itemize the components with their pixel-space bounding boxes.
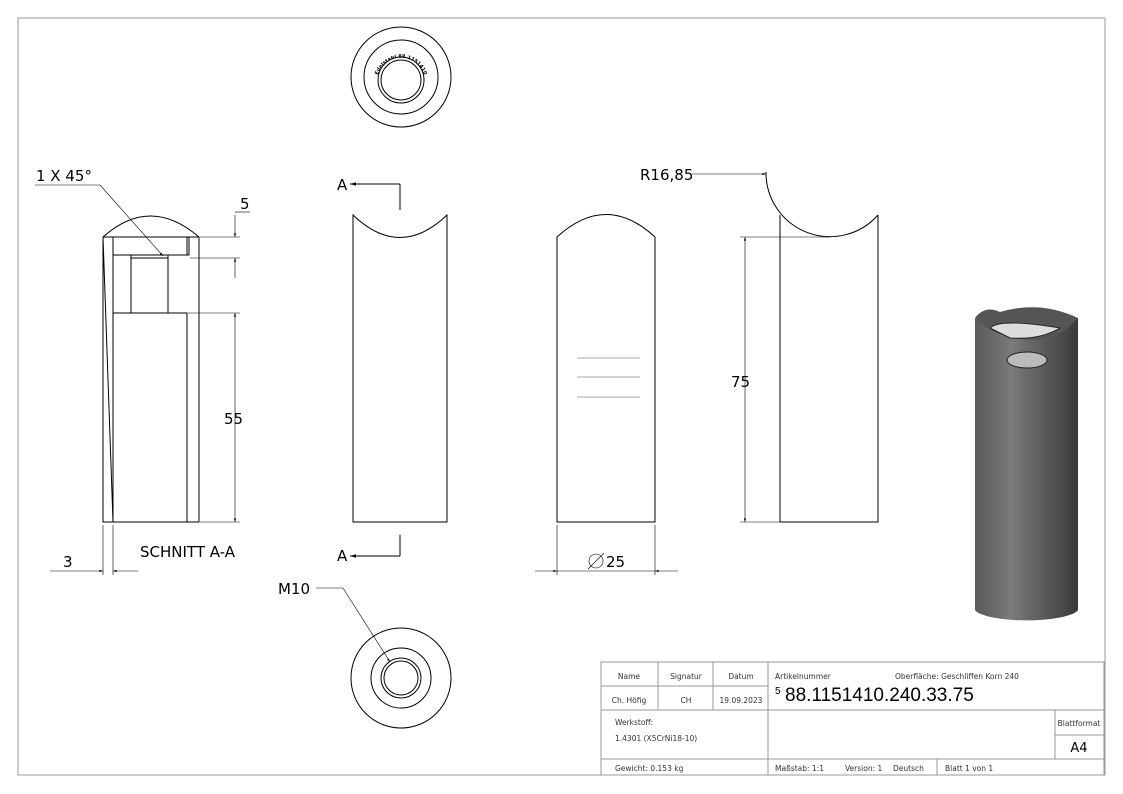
- signature-value: CH: [681, 696, 692, 705]
- drawing-border: [17, 17, 1106, 776]
- side-view: [535, 214, 678, 575]
- language: Deutsch: [893, 764, 924, 773]
- dim-top: 5: [240, 195, 250, 213]
- surface-note: Oberfläche: Geschliffen Korn 240: [895, 672, 1019, 681]
- date-value: 19.09.2023: [720, 696, 763, 705]
- length-dim: 75: [731, 373, 750, 391]
- top-view: Edelstahl 88.1151410.240.33.75: [0, 0, 452, 128]
- section-view: [35, 184, 250, 575]
- engraving-text: Edelstahl 88.1151410.240.33.75: [0, 0, 428, 76]
- iso-view: [975, 307, 1078, 621]
- dim-bore-depth: 55: [224, 410, 243, 428]
- signature-label: Signatur: [670, 672, 703, 681]
- version: Version: 1: [845, 764, 882, 773]
- sheet-format-label: Blattformat: [1058, 719, 1101, 728]
- right-view: [692, 171, 879, 523]
- weight: Gewicht: 0.153 kg: [615, 764, 684, 773]
- article-label: Artikelnummer: [775, 672, 832, 681]
- section-marker-bottom: A: [337, 547, 348, 565]
- sheet-number: Blatt 1 von 1: [945, 764, 993, 773]
- article-number: 88.1151410.240.33.75: [785, 685, 974, 706]
- diameter-dim: 25: [606, 553, 625, 571]
- dim-wall: 3: [63, 553, 73, 571]
- date-label: Datum: [728, 672, 753, 681]
- name-value: Ch. Höfig: [612, 696, 647, 705]
- title-block: [600, 661, 1105, 776]
- revision: 5: [775, 686, 781, 697]
- sheet-format: A4: [1070, 741, 1087, 756]
- radius-note: R16,85: [640, 166, 693, 184]
- section-marker-top: A: [337, 176, 348, 194]
- svg-text:Edelstahl 88.1151410.240.33.75: Edelstahl 88.1151410.240.33.75: [0, 0, 428, 76]
- chamfer-note: 1 X 45°: [36, 167, 92, 185]
- title-block-text: Name Signatur Datum Ch. Höfig CH 19.09.2…: [612, 672, 1101, 773]
- thread-note: M10: [278, 580, 310, 598]
- material-value: 1.4301 (X5CrNi18-10): [615, 734, 697, 743]
- front-view: [350, 182, 448, 558]
- scale: Maßstab: 1:1: [775, 764, 824, 773]
- material-label: Werkstoff:: [615, 718, 653, 727]
- bottom-view: [316, 587, 452, 729]
- section-label: SCHNITT A-A: [140, 543, 236, 561]
- name-label: Name: [618, 672, 641, 681]
